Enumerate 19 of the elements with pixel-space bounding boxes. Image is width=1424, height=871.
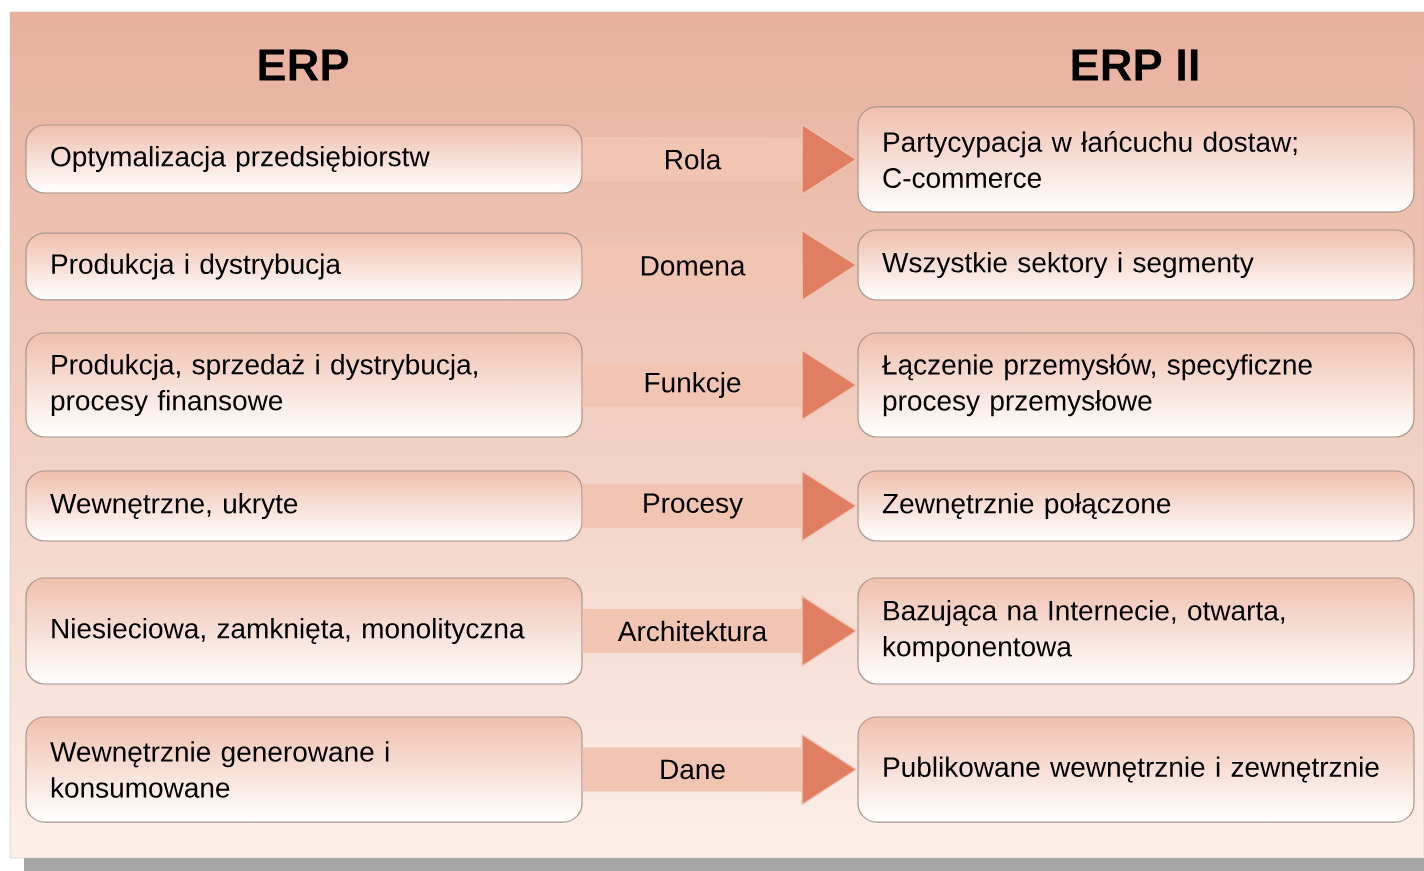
text-box: Wszystkie sektory i segmenty — [857, 229, 1415, 301]
edge-label: Dane — [661, 759, 725, 780]
text-box: Produkcja i dystrybucja — [25, 232, 583, 301]
edge-label: Procesy — [644, 493, 744, 519]
text-box: Niesieciowa, zamknięta, monolityczna — [25, 577, 583, 685]
edge-label: Funkcje — [645, 371, 741, 399]
edge-label: Domena — [641, 256, 746, 276]
text-box: Wewnętrzne, ukryte — [25, 470, 583, 542]
text-box: Wewnętrznie generowane i konsumowane — [25, 716, 583, 823]
text-box: Bazująca na Internecie, otwarta, komponentowa — [857, 577, 1415, 685]
edge-label: Rola — [666, 148, 722, 170]
text-box: Publikowane wewnętrznie i zewnętrznie — [857, 716, 1415, 823]
edge-label: Architektura — [617, 620, 768, 642]
text-box: Produkcja, sprzedaż i dystrybucja, procesy finansowe — [25, 332, 583, 438]
text-box: Partycypacja w łańcuchu dostaw; C-commerce — [857, 106, 1415, 213]
text-box: Optymalizacja przedsiębiorstw — [25, 124, 583, 194]
text-box: Łączenie przemysłów, specyficzne procesy przemysłowe — [857, 332, 1415, 438]
column-heading: ERP — [259, 49, 349, 81]
text-box: Zewnętrznie połączone — [857, 470, 1415, 542]
